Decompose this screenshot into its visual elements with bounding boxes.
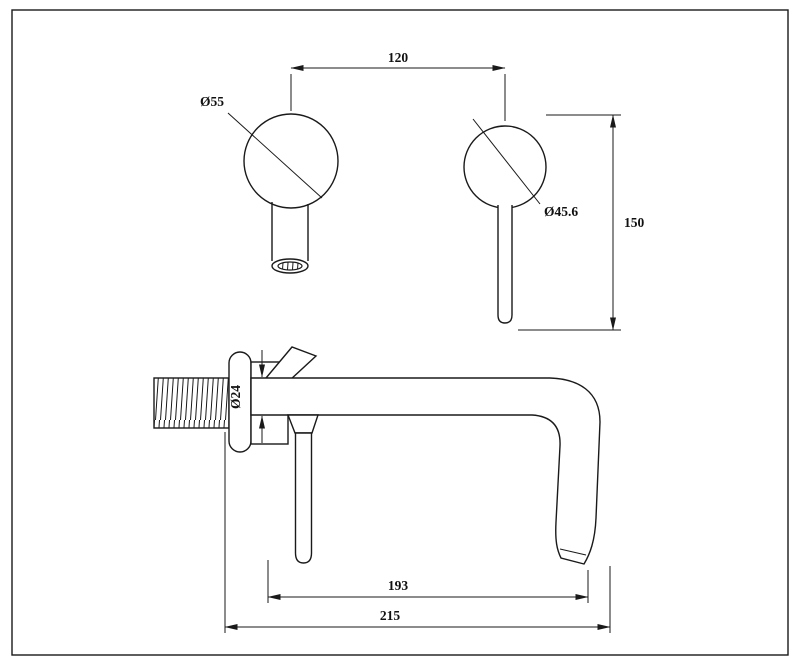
handle-lever-front — [497, 205, 513, 324]
dimension-label-193: 193 — [388, 578, 409, 593]
leader-line-flange-diameter — [227, 112, 323, 199]
dimension-label-handle-diameter: Ø45.6 — [544, 204, 578, 219]
left-flange-circle — [243, 113, 339, 209]
front-view: 120 Ø55 Ø45.6 150 — [200, 50, 645, 331]
dimension-label-215: 215 — [380, 608, 401, 623]
side-view: Ø24 193 215 — [153, 346, 611, 633]
spout-outlet-inner — [277, 261, 303, 271]
spout-outlet-rim — [559, 548, 587, 556]
leader-line-handle-diameter — [472, 118, 541, 205]
spout-side-profile — [250, 377, 601, 565]
handle-connector — [286, 414, 319, 434]
dimension-label-flange-diameter: Ø55 — [200, 94, 224, 109]
dimension-label-120: 120 — [388, 50, 409, 65]
dimension-label-150: 150 — [624, 215, 645, 230]
dimension-label-24: Ø24 — [228, 385, 243, 409]
drawing-border — [11, 9, 789, 656]
handle-lever-side — [294, 432, 313, 564]
threaded-inlet — [153, 377, 230, 429]
